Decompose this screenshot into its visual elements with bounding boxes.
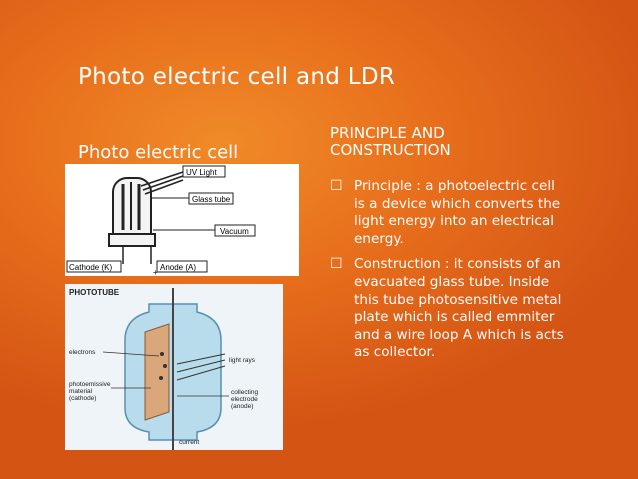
photoemissive-label-1: photoemissive: [69, 381, 111, 388]
phototube-diagram-svg: PHOTOTUBE electrons light rays photoemis…: [69, 288, 258, 450]
glass-tube-label: Glass tube: [192, 195, 231, 204]
light-ray: [142, 175, 184, 191]
bullet-list: ☐ Principle : a photoelectric cell is a …: [330, 178, 570, 370]
cathode-plate: [144, 323, 170, 421]
uv-light-label: UV Light: [186, 168, 217, 177]
collecting-label-3: (anode): [231, 403, 253, 410]
light-ray: [140, 171, 184, 187]
electron-dot: [159, 376, 163, 380]
bullet-item-principle: ☐ Principle : a photoelectric cell is a …: [330, 178, 570, 248]
electrons-label: electrons: [69, 349, 96, 356]
right-heading: PRINCIPLE AND CONSTRUCTION: [330, 125, 451, 159]
light-ray: [176, 359, 226, 373]
light-ray: [144, 179, 184, 195]
glass-tube-box: [188, 192, 234, 205]
bullet-text-construction: Construction : it consists of an evacuat…: [354, 256, 564, 361]
current-label: current: [179, 439, 199, 446]
bullet-text-principle: Principle : a photoelectric cell is a de…: [354, 178, 561, 247]
plus-sign: +: [153, 268, 158, 276]
right-heading-line1: PRINCIPLE AND: [330, 124, 445, 142]
right-heading-line2: CONSTRUCTION: [330, 141, 451, 159]
slide-title: Photo electric cell and LDR: [78, 64, 396, 90]
photoemissive-label-3: (cathode): [69, 395, 96, 402]
phototube-diagram: PHOTOTUBE electrons light rays photoemis…: [65, 284, 283, 450]
anode-box: [156, 260, 208, 273]
electrons-leader: [102, 351, 160, 357]
photocell-diagram-svg: UV Light Glass tube Vacuum Cathode (K) A…: [66, 165, 256, 277]
light-ray: [176, 353, 226, 365]
electron-dot: [163, 364, 167, 368]
anode-label: Anode (A): [160, 263, 196, 272]
uv-light-box: [182, 165, 226, 178]
electron-dot: [160, 352, 164, 356]
phototube-heading: PHOTOTUBE: [69, 288, 120, 297]
hollow-square-bullet-icon: ☐: [330, 178, 343, 194]
collecting-label-2: electrode: [231, 396, 258, 403]
left-heading: Photo electric cell: [78, 142, 239, 163]
photocell-diagram: UV Light Glass tube Vacuum Cathode (K) A…: [65, 164, 299, 277]
collecting-label-1: collecting: [231, 389, 258, 396]
hollow-square-bullet-icon: ☐: [330, 256, 343, 273]
cathode-label: Cathode (K): [69, 263, 112, 272]
tube-base-shape: [108, 233, 156, 247]
light-rays-label: light rays: [229, 357, 256, 364]
vacuum-label: Vacuum: [220, 227, 249, 236]
bullet-item-construction: ☐ Construction : it consists of an evacu…: [330, 256, 570, 362]
photoemissive-label-2: material: [69, 388, 93, 395]
cathode-box: [66, 260, 122, 273]
light-ray: [176, 365, 226, 381]
vacuum-box: [214, 224, 256, 237]
